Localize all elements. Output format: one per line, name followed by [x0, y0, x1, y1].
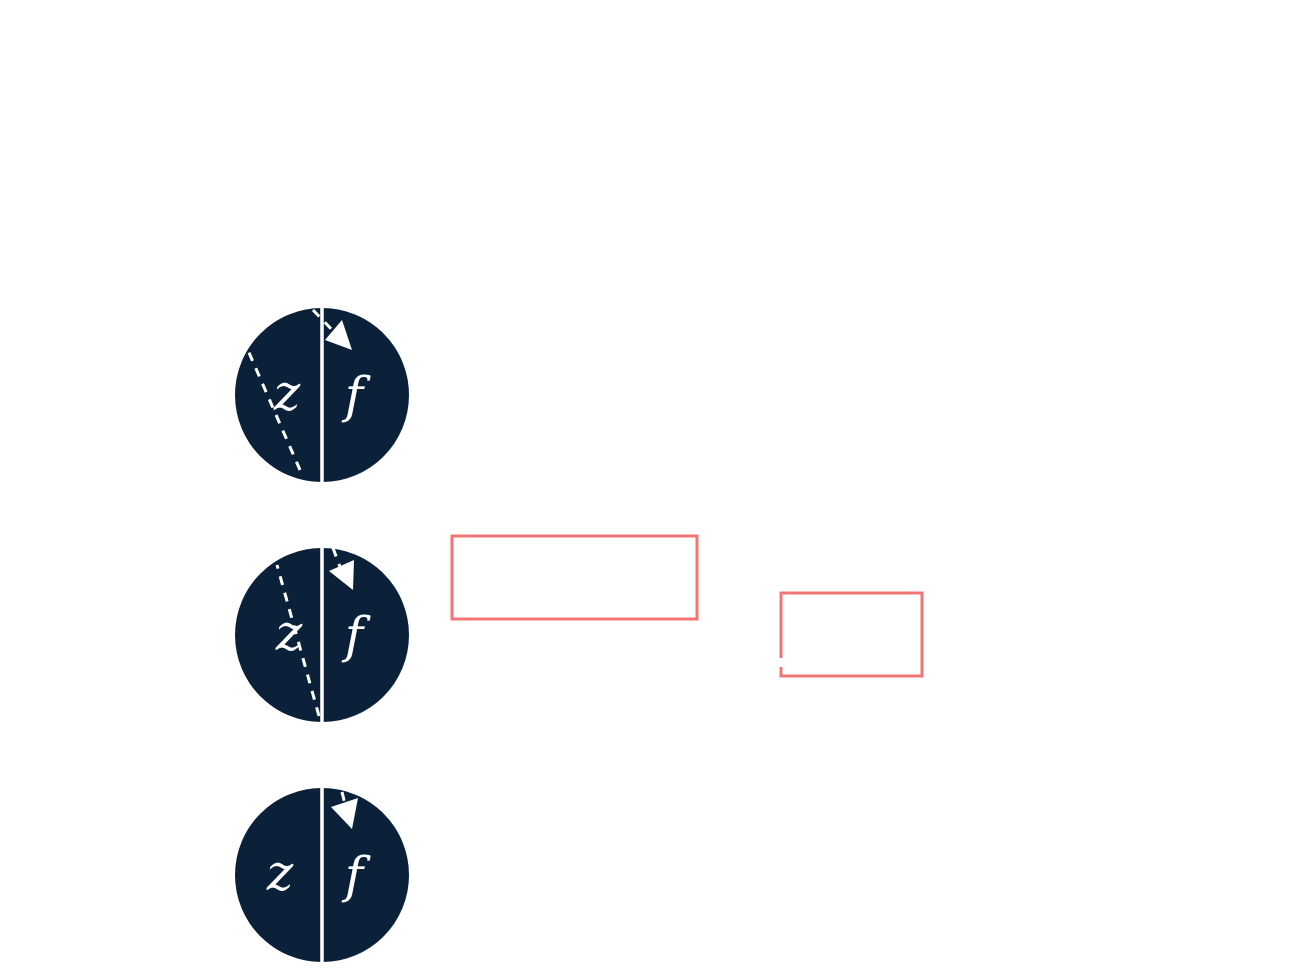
- arrow-head-icon: [329, 560, 354, 590]
- node-left-label: z: [275, 604, 303, 662]
- dashed-edge: [311, 308, 340, 338]
- split-node-2: z f: [235, 546, 409, 724]
- small-white-mark: [779, 658, 783, 667]
- node-left-label: z: [266, 844, 294, 902]
- arrow-head-icon: [325, 320, 352, 350]
- dashed-edge: [340, 791, 348, 809]
- split-node-1: z f: [235, 306, 409, 484]
- arrow-head-icon: [331, 798, 358, 829]
- dashed-edge: [245, 347, 302, 471]
- node-left-label: z: [273, 364, 301, 422]
- split-node-3: z f: [235, 786, 409, 964]
- highlight-box-1: [450, 534, 699, 621]
- highlight-box-2: [779, 591, 924, 678]
